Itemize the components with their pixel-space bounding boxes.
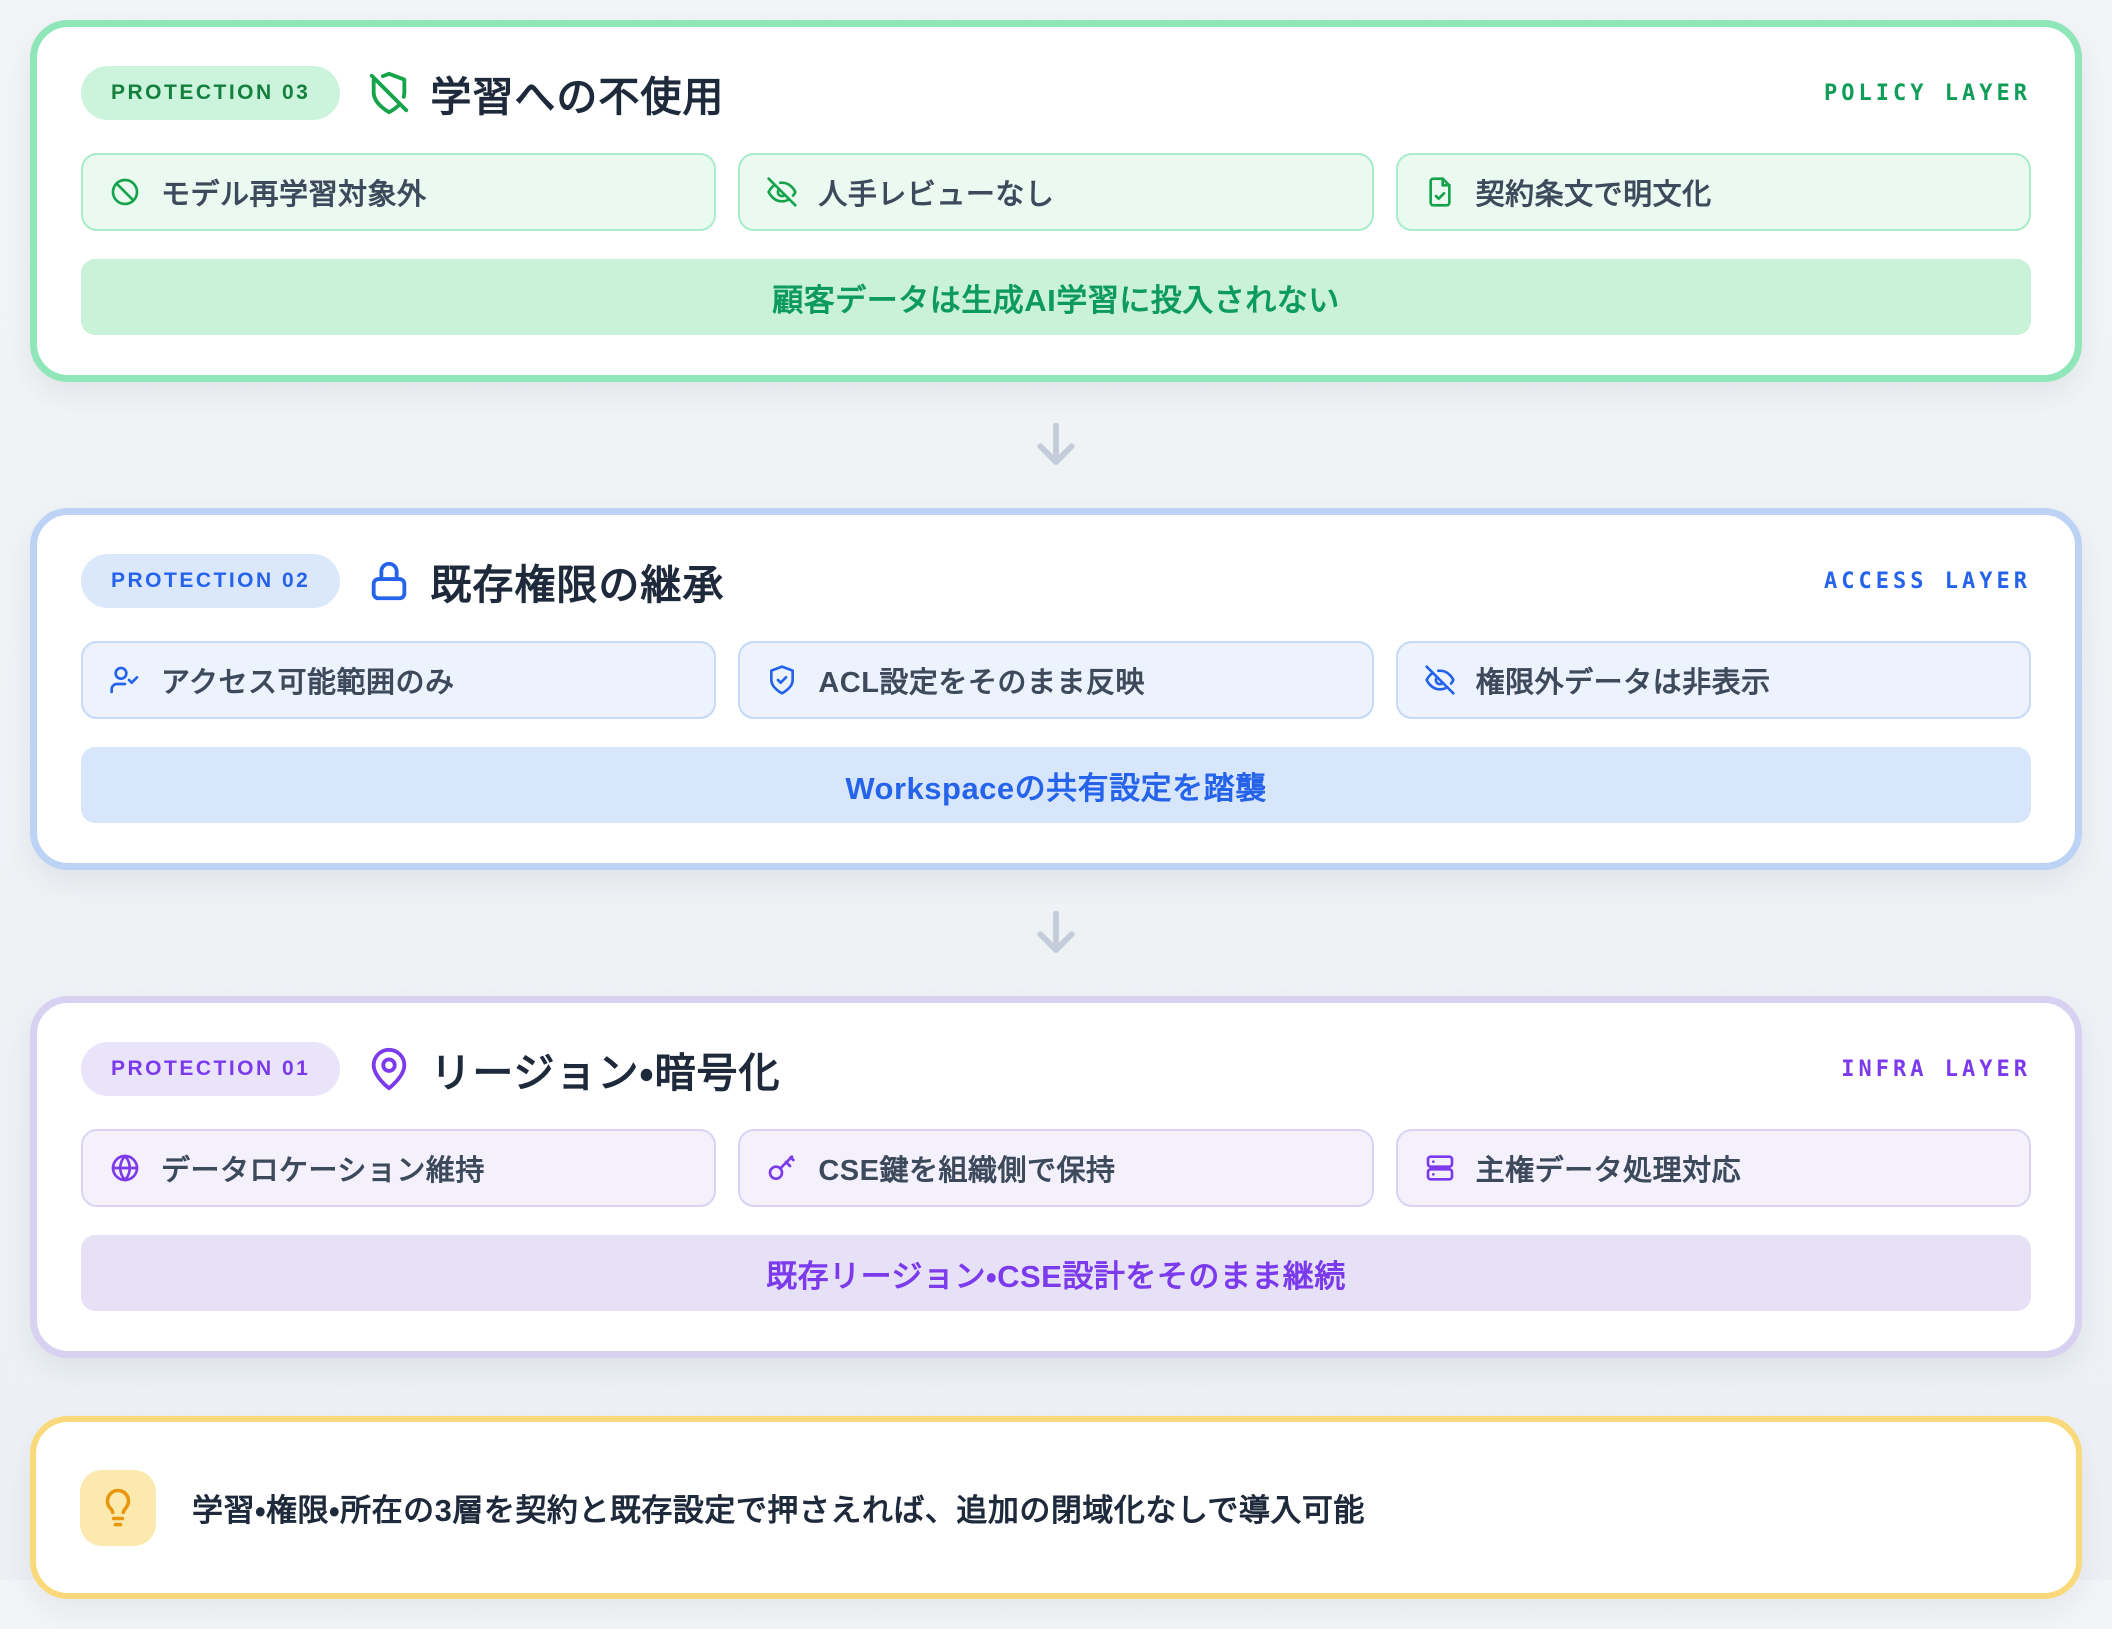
protection-badge: PROTECTION 03 bbox=[81, 66, 341, 120]
card-header: PROTECTION 03 学習への不使用 POLICY LAYER bbox=[81, 63, 2031, 123]
card-header: PROTECTION 01 リージョン・暗号化 INFRA LAYER bbox=[81, 1039, 2031, 1099]
feature-chip-row: データロケーション維持 CSE鍵を組織側で保持 bbox=[81, 1129, 2031, 1207]
ban-icon bbox=[109, 176, 141, 208]
flow-connector bbox=[30, 382, 2082, 508]
chip-label: ACL設定をそのまま反映 bbox=[818, 667, 1145, 699]
feature-chip-row: アクセス可能範囲のみ ACL設定をそのまま反映 bbox=[81, 641, 2031, 719]
takeaway-note: 学習・権限・所在の3層を契約と既存設定で押さえれば、追加の閉域化なしで導入可能 bbox=[30, 1416, 2082, 1599]
feature-chip: 権限外データは非表示 bbox=[1395, 641, 2031, 719]
chip-label: データロケーション維持 bbox=[161, 1155, 485, 1187]
summary-banner: 顧客データは生成AI学習に投入されない bbox=[81, 259, 2031, 335]
chip-label: モデル再学習対象外 bbox=[161, 179, 427, 211]
feature-chip: ACL設定をそのまま反映 bbox=[738, 641, 1374, 719]
arrow-down-icon bbox=[1027, 904, 1085, 962]
protection-card-access: PROTECTION 02 既存権限の継承 ACCESS LAYER bbox=[30, 508, 2082, 870]
chip-label: アクセス可能範囲のみ bbox=[161, 667, 455, 699]
flow-connector bbox=[30, 870, 2082, 996]
note-text: 学習・権限・所在の3層を契約と既存設定で押さえれば、追加の閉域化なしで導入可能 bbox=[192, 1493, 1365, 1528]
map-pin-icon bbox=[366, 1046, 412, 1092]
file-check-icon bbox=[1424, 176, 1456, 208]
globe-icon bbox=[109, 1152, 141, 1184]
feature-chip: 人手レビューなし bbox=[738, 153, 1374, 231]
lightbulb-icon bbox=[80, 1469, 156, 1546]
server-icon bbox=[1424, 1152, 1456, 1184]
summary-banner: Workspaceの共有設定を踏襲 bbox=[81, 747, 2031, 823]
protection-badge: PROTECTION 01 bbox=[81, 1042, 341, 1096]
eye-off-icon bbox=[766, 176, 798, 208]
eye-off-icon bbox=[1424, 664, 1456, 696]
protection-badge: PROTECTION 02 bbox=[81, 554, 341, 608]
layer-label: ACCESS LAYER bbox=[1824, 568, 2031, 594]
shield-off-icon bbox=[366, 70, 412, 116]
user-check-icon bbox=[109, 664, 141, 696]
protection-card-policy: PROTECTION 03 学習への不使用 POLICY LAYER モデル再学… bbox=[30, 20, 2082, 382]
feature-chip: CSE鍵を組織側で保持 bbox=[738, 1129, 1374, 1207]
key-icon bbox=[766, 1152, 798, 1184]
feature-chip: 契約条文で明文化 bbox=[1395, 153, 2031, 231]
shield-check-icon bbox=[766, 664, 798, 696]
summary-banner: 既存リージョン・CSE設計をそのまま継続 bbox=[81, 1235, 2031, 1311]
chip-label: 権限外データは非表示 bbox=[1475, 667, 1771, 699]
card-title: 既存権限の継承 bbox=[430, 562, 725, 608]
feature-chip: データロケーション維持 bbox=[81, 1129, 717, 1207]
feature-chip: モデル再学習対象外 bbox=[81, 153, 717, 231]
chip-label: 人手レビューなし bbox=[818, 179, 1055, 211]
layer-label: POLICY LAYER bbox=[1824, 80, 2031, 106]
card-header: PROTECTION 02 既存権限の継承 ACCESS LAYER bbox=[81, 551, 2031, 611]
feature-chip: アクセス可能範囲のみ bbox=[81, 641, 717, 719]
card-title: 学習への不使用 bbox=[430, 74, 725, 120]
feature-chip: 主権データ処理対応 bbox=[1395, 1129, 2031, 1207]
lock-icon bbox=[366, 558, 412, 604]
layer-label: INFRA LAYER bbox=[1841, 1056, 2031, 1082]
protection-card-infra: PROTECTION 01 リージョン・暗号化 INFRA LAYER bbox=[30, 996, 2082, 1358]
chip-label: CSE鍵を組織側で保持 bbox=[818, 1155, 1116, 1187]
chip-label: 主権データ処理対応 bbox=[1475, 1155, 1742, 1187]
arrow-down-icon bbox=[1027, 416, 1085, 474]
feature-chip-row: モデル再学習対象外 人手レビューなし bbox=[81, 153, 2031, 231]
chip-label: 契約条文で明文化 bbox=[1475, 179, 1712, 211]
card-title: リージョン・暗号化 bbox=[430, 1050, 781, 1096]
